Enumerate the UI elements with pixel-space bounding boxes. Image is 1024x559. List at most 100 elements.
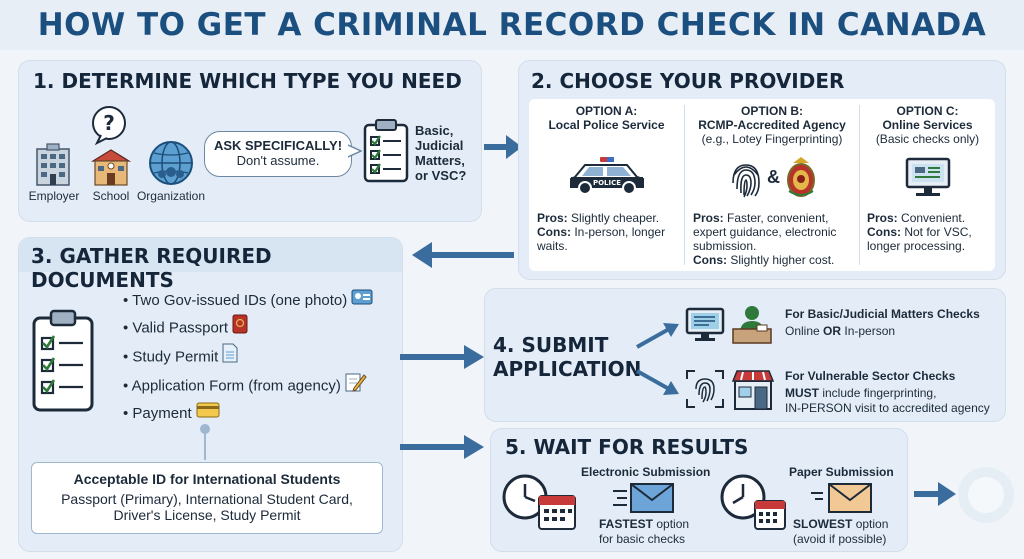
option-a-details: Pros: Slightly cheaper. Cons: In-person,… <box>537 211 683 253</box>
document-clipboard-icon <box>32 309 94 412</box>
basic-text: Online OR In-person <box>785 324 895 338</box>
cons-label: Cons: <box>693 253 727 267</box>
computer-icon <box>685 307 725 341</box>
option-b-pros: Faster, convenient, expert guidance, ele… <box>693 211 837 253</box>
option-b-cons: Slightly higher cost. <box>730 253 835 267</box>
acceptable-id-text-2: Driver's License, Study Permit <box>113 507 301 523</box>
arrow-to-basic <box>636 323 679 349</box>
step1-panel: 1. DETERMINE WHICH TYPE YOU NEED ? Emplo… <box>18 60 482 222</box>
vsc-text-1: MUST include fingerprinting, <box>785 386 936 400</box>
cons-label: Cons: <box>537 225 571 239</box>
result-glow-icon <box>958 467 1014 523</box>
vsc-title: For Vulnerable Sector Checks <box>785 369 956 383</box>
electronic-option-text: option <box>656 517 690 531</box>
vsc-must: MUST <box>785 386 819 400</box>
pros-label: Pros: <box>867 211 898 225</box>
pros-label: Pros: <box>537 211 568 225</box>
option-a-pros: Slightly cheaper. <box>571 211 660 225</box>
paper-option-text: option <box>855 517 889 531</box>
employer-building-icon <box>36 143 70 186</box>
paper-bold: SLOWEST <box>793 517 853 531</box>
option-b-title: OPTION B: <box>741 104 803 118</box>
paper-text-2: (avoid if possible) <box>793 532 887 546</box>
clock-icon <box>720 474 766 520</box>
fingerprint-icon <box>732 164 760 198</box>
in-person-counter-icon <box>732 306 772 344</box>
ask-bubble-title: ASK SPECIFICALLY! <box>213 138 343 153</box>
vsc-text-line-1: include fingerprinting, <box>822 386 937 400</box>
list-item: • Study Permit <box>123 343 373 372</box>
option-b-details: Pros: Faster, convenient, expert guidanc… <box>693 211 857 267</box>
option-c-details: Pros: Convenient. Cons: Not for VSC, lon… <box>867 211 993 253</box>
step2-panel: 2. CHOOSE YOUR PROVIDER OPTION A: Local … <box>518 60 1006 280</box>
step3-heading: 3. GATHER REQUIRED DOCUMENTS <box>31 244 272 292</box>
acceptable-id-box: Acceptable ID for International Students… <box>31 462 383 534</box>
option-c-cons: Not for VSC, longer processing. <box>867 225 972 253</box>
column-divider <box>684 105 685 265</box>
storefront-icon <box>731 370 775 410</box>
fingerprint-scanner-icon <box>686 370 724 408</box>
list-item: • Two Gov-issued IDs (one photo) <box>123 288 373 314</box>
document-icon <box>222 343 238 372</box>
option-c: OPTION C: Online Services (Basic checks … <box>860 104 995 146</box>
form-pencil-icon <box>345 372 367 401</box>
police-car-icon: POLICE <box>570 157 644 195</box>
column-divider <box>859 105 860 265</box>
arrow-step2-to-step3 <box>412 242 514 268</box>
electronic-bold: FASTEST <box>599 517 654 531</box>
ask-bubble: ASK SPECIFICALLY! Don't assume. <box>204 131 352 177</box>
document-item-ids: Two Gov-issued IDs (one photo) <box>132 292 348 309</box>
provider-options: OPTION A: Local Police Service POLICE Pr… <box>529 99 995 271</box>
police-car-text: POLICE <box>593 179 621 187</box>
document-item-study-permit: Study Permit <box>132 348 219 366</box>
option-c-subtitle: Online Services <box>882 118 973 132</box>
arrow-to-vsc <box>636 369 679 395</box>
acceptable-id-title: Acceptable ID for International Students <box>73 471 341 487</box>
step4-panel: 4. SUBMIT APPLICATION For Basic/Judicial… <box>484 288 1006 422</box>
passport-icon <box>232 314 248 343</box>
organization-globe-icon <box>149 141 193 185</box>
step3-panel: 3. GATHER REQUIRED DOCUMENTS • Two Gov-i… <box>18 237 403 552</box>
connector-dot <box>200 424 210 434</box>
school-icon <box>90 149 132 186</box>
arrow-step3-to-step5 <box>400 435 484 459</box>
computer-monitor-icon <box>905 157 951 196</box>
option-b-note: (e.g., Lotey Fingerprinting) <box>701 132 843 146</box>
step2-heading: 2. CHOOSE YOUR PROVIDER <box>531 69 845 93</box>
arrow-step1-to-step2 <box>484 135 522 159</box>
pros-label: Pros: <box>693 211 724 225</box>
employer-label: Employer <box>28 189 80 203</box>
page-title: HOW TO GET A CRIMINAL RECORD CHECK IN CA… <box>37 7 987 43</box>
electronic-title: Electronic Submission <box>581 465 711 479</box>
option-c-note: (Basic checks only) <box>875 132 980 146</box>
electronic-text-1: FASTEST option <box>599 517 689 531</box>
basic-text-or: OR <box>823 324 842 338</box>
document-item-application-form: Application Form (from agency) <box>131 377 341 395</box>
option-b: OPTION B: RCMP-Accredited Agency (e.g., … <box>685 104 859 146</box>
step3-heading-bar <box>19 238 402 272</box>
step5-panel: 5. WAIT FOR RESULTS Electronic Submissio… <box>490 428 908 552</box>
credit-card-icon <box>196 401 220 427</box>
clock-icon <box>502 474 548 520</box>
id-card-icon <box>351 288 373 314</box>
option-a: OPTION A: Local Police Service <box>529 104 684 132</box>
arrow-step5-to-end <box>914 482 956 506</box>
checklist-line-4: or VSC? <box>415 168 467 183</box>
basic-text-in-person: In-person <box>844 324 896 338</box>
basic-text-online: Online <box>785 324 820 338</box>
slow-envelope-icon <box>811 483 872 513</box>
checklist-clipboard-icon <box>363 119 409 183</box>
option-b-subtitle: RCMP-Accredited Agency <box>698 118 846 132</box>
checklist-text: Basic, Judicial Matters, or VSC? <box>415 123 466 183</box>
checklist-line-3: Matters, <box>415 153 465 168</box>
question-icon: ? <box>92 106 126 146</box>
step1-heading: 1. DETERMINE WHICH TYPE YOU NEED <box>33 69 462 93</box>
basic-title: For Basic/Judicial Matters Checks <box>785 307 980 321</box>
option-a-subtitle: Local Police Service <box>548 118 665 132</box>
option-c-pros: Convenient. <box>901 211 966 225</box>
ampersand: & <box>767 167 780 187</box>
list-item: • Application Form (from agency) <box>123 372 373 401</box>
connector-line <box>204 430 206 460</box>
list-item: • Valid Passport <box>123 314 373 343</box>
calendar-icon <box>538 495 576 530</box>
